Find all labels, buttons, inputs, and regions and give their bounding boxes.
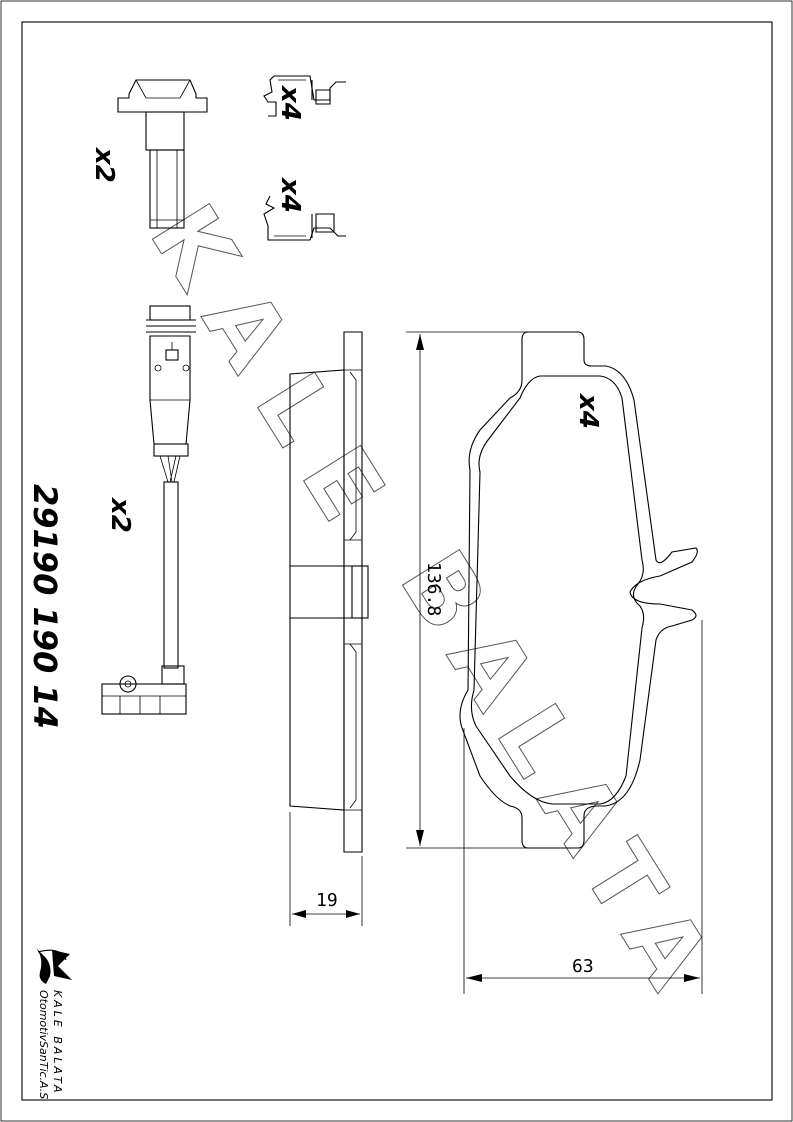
clip-top-drawing [263,75,346,117]
clip-top-quantity: x4 [275,84,305,121]
part-number: 29190 190 14 [26,484,64,729]
pad-front-view [406,331,703,994]
inner-border [21,21,773,1101]
height-value: 136.8 [423,562,444,616]
clip-bottom-drawing [263,195,346,241]
bolt-drawing [117,79,208,229]
company-name-line2: OtomotivSanTic.A.S [37,990,50,1099]
width-value: 63 [572,956,594,977]
sensor-drawing [101,305,196,715]
clip-bottom-quantity: x4 [275,176,305,213]
thickness-dimension [289,812,363,926]
pad-quantity: x4 [573,392,603,429]
bolt-quantity: x2 [89,146,119,183]
company-name-line1: KALE BALATA [51,990,64,1095]
sensor-quantity: x2 [105,496,135,533]
company-logo [36,948,72,984]
watermark-word-kale: KALE [129,187,419,563]
thickness-value: 19 [316,890,338,911]
pad-side-view [289,331,369,853]
